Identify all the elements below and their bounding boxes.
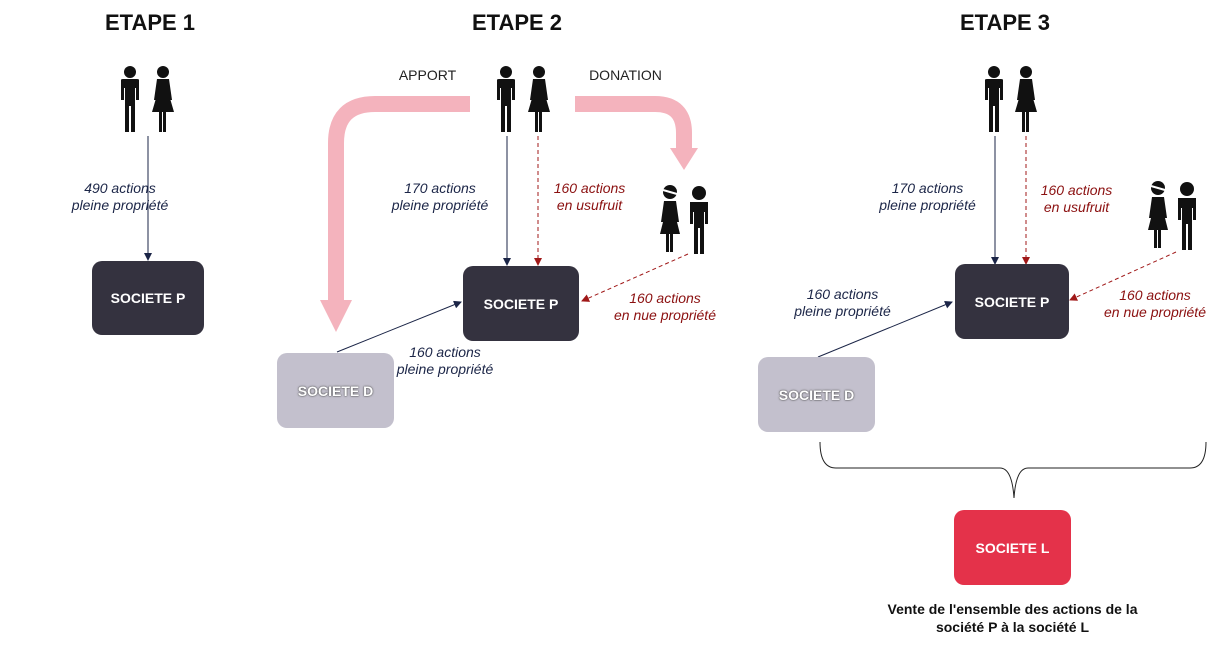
step3-d-label: 160 actions pleine propriété — [794, 286, 891, 319]
step3-usufruit-label: 160 actions en usufruit — [1040, 182, 1113, 215]
man-icon — [121, 66, 139, 132]
apport-arrowhead — [320, 300, 352, 332]
societe-p-box: SOCIETE P — [463, 266, 579, 341]
grouping-brace — [819, 441, 1207, 499]
step2-pp-label: 170 actions pleine propriété — [391, 180, 489, 213]
step-1-title: ETAPE 1 — [104, 10, 196, 35]
boy-icon — [690, 186, 708, 254]
step2-d-label: 160 actions pleine propriété — [396, 344, 494, 377]
woman-icon — [152, 66, 174, 132]
boy-icon — [1178, 182, 1196, 250]
apport-label: APPORT — [398, 67, 457, 83]
societe-p-box: SOCIETE P — [92, 261, 204, 335]
step2-nue-propriete-label: 160 actions en nue propriété — [614, 290, 716, 323]
step2-nue-propriete-line — [581, 253, 689, 302]
step2-usufruit-label: 160 actions en usufruit — [553, 180, 626, 213]
step2-d-to-p-line — [336, 300, 462, 353]
woman-icon — [528, 66, 550, 132]
societe-p-box: SOCIETE P — [955, 264, 1069, 339]
donation-label: DONATION — [589, 67, 662, 83]
footer-caption: Vente de l'ensemble des actions de la so… — [887, 601, 1138, 635]
woman-icon — [1015, 66, 1037, 132]
man-icon — [497, 66, 515, 132]
societe-d-box: SOCIETE D — [758, 357, 875, 432]
step1-label: 490 actions pleine propriété — [71, 180, 169, 213]
girl-icon — [1147, 180, 1169, 249]
step3-d-to-p-line — [817, 300, 953, 358]
apport-arrow — [328, 96, 470, 300]
societe-d-box: SOCIETE D — [277, 353, 394, 428]
donation-arrow — [575, 96, 692, 148]
girl-icon — [659, 184, 681, 253]
step-2-title: ETAPE 2 — [471, 10, 563, 35]
step3-pp-label: 170 actions pleine propriété — [879, 180, 976, 213]
donation-arrowhead — [670, 148, 698, 170]
step3-nue-propriete-label: 160 actions en nue propriété — [1104, 287, 1206, 320]
societe-l-box: SOCIETE L — [954, 510, 1071, 585]
man-icon — [985, 66, 1003, 132]
step3-nue-propriete-line — [1069, 251, 1177, 301]
step-3-title: ETAPE 3 — [959, 10, 1051, 35]
